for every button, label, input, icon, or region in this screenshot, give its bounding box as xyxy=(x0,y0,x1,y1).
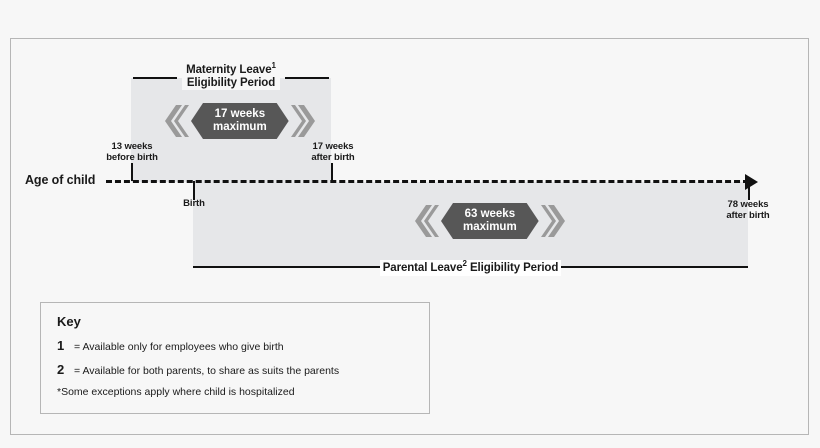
key-item-1-text: = Available only for employees who give … xyxy=(74,341,284,353)
parental-duration-text: 63 weeks maximum xyxy=(441,203,539,239)
maternity-duration-line1: 17 weeks xyxy=(214,108,266,120)
maternity-footnote-marker: 1 xyxy=(271,61,276,71)
tick-78-weeks-after-birth xyxy=(748,181,750,200)
key-note: *Some exceptions apply where child is ho… xyxy=(57,386,295,398)
key-box: Key 1 = Available only for employees who… xyxy=(40,302,430,414)
caption-17-line1: 17 weeks xyxy=(312,141,354,152)
parental-duration-line2: maximum xyxy=(463,221,517,233)
parental-header-text-a: Parental Leave xyxy=(382,262,463,274)
maternity-header-rule-left xyxy=(133,77,177,79)
timeline-dashed-line xyxy=(106,180,749,183)
tick-13-weeks-before-birth xyxy=(131,163,133,181)
caption-78-line2: after birth xyxy=(726,210,770,221)
caption-13-weeks-before-birth: 13 weeks before birth xyxy=(96,141,168,163)
caption-17-weeks-after-birth: 17 weeks after birth xyxy=(297,141,369,163)
key-title: Key xyxy=(57,314,81,329)
chevron-right-icon xyxy=(290,105,315,137)
parental-duration-line1: 63 weeks xyxy=(464,208,516,220)
caption-13-line1: 13 weeks xyxy=(111,141,153,152)
caption-13-line2: before birth xyxy=(106,152,158,163)
maternity-header-line2: Eligibility Period xyxy=(186,77,276,89)
chevron-left-icon xyxy=(165,105,189,137)
tick-17-weeks-after-birth xyxy=(331,163,333,181)
key-item-2-text: = Available for both parents, to share a… xyxy=(74,365,340,377)
parental-header-rule-right xyxy=(558,266,748,268)
parental-header-rule-left xyxy=(193,266,383,268)
key-item-1: 1 = Available only for employees who giv… xyxy=(57,338,413,354)
maternity-duration-pill: 17 weeks maximum xyxy=(163,103,317,139)
axis-label: Age of child xyxy=(25,173,96,187)
tick-birth xyxy=(193,181,195,200)
timeline-arrow-icon xyxy=(745,174,758,190)
caption-78-line1: 78 weeks xyxy=(727,199,769,210)
chevron-right-icon xyxy=(540,205,565,237)
maternity-header-rule-right xyxy=(285,77,329,79)
key-item-2: 2 = Available for both parents, to share… xyxy=(57,362,413,378)
parental-footnote-marker: 2 xyxy=(462,259,467,269)
age-of-child-timeline xyxy=(106,174,758,190)
parental-header: Parental Leave2 Eligibility Period xyxy=(193,258,748,276)
maternity-header-line1: Maternity Leave xyxy=(186,64,272,76)
caption-birth: Birth xyxy=(183,198,205,209)
parental-header-text-b: Eligibility Period xyxy=(466,262,559,274)
key-item-1-number: 1 xyxy=(57,338,65,353)
caption-17-line2: after birth xyxy=(311,152,355,163)
maternity-duration-text: 17 weeks maximum xyxy=(191,103,289,139)
maternity-header: Maternity Leave1 Eligibility Period xyxy=(131,61,331,94)
maternity-header-label: Maternity Leave1 Eligibility Period xyxy=(182,61,280,90)
parental-duration-pill: 63 weeks maximum xyxy=(413,203,567,239)
maternity-duration-line2: maximum xyxy=(213,121,267,133)
caption-78-weeks-after-birth: 78 weeks after birth xyxy=(712,199,784,221)
key-item-2-number: 2 xyxy=(57,362,65,377)
parental-header-label: Parental Leave2 Eligibility Period xyxy=(379,259,562,276)
chevron-left-icon xyxy=(415,205,439,237)
